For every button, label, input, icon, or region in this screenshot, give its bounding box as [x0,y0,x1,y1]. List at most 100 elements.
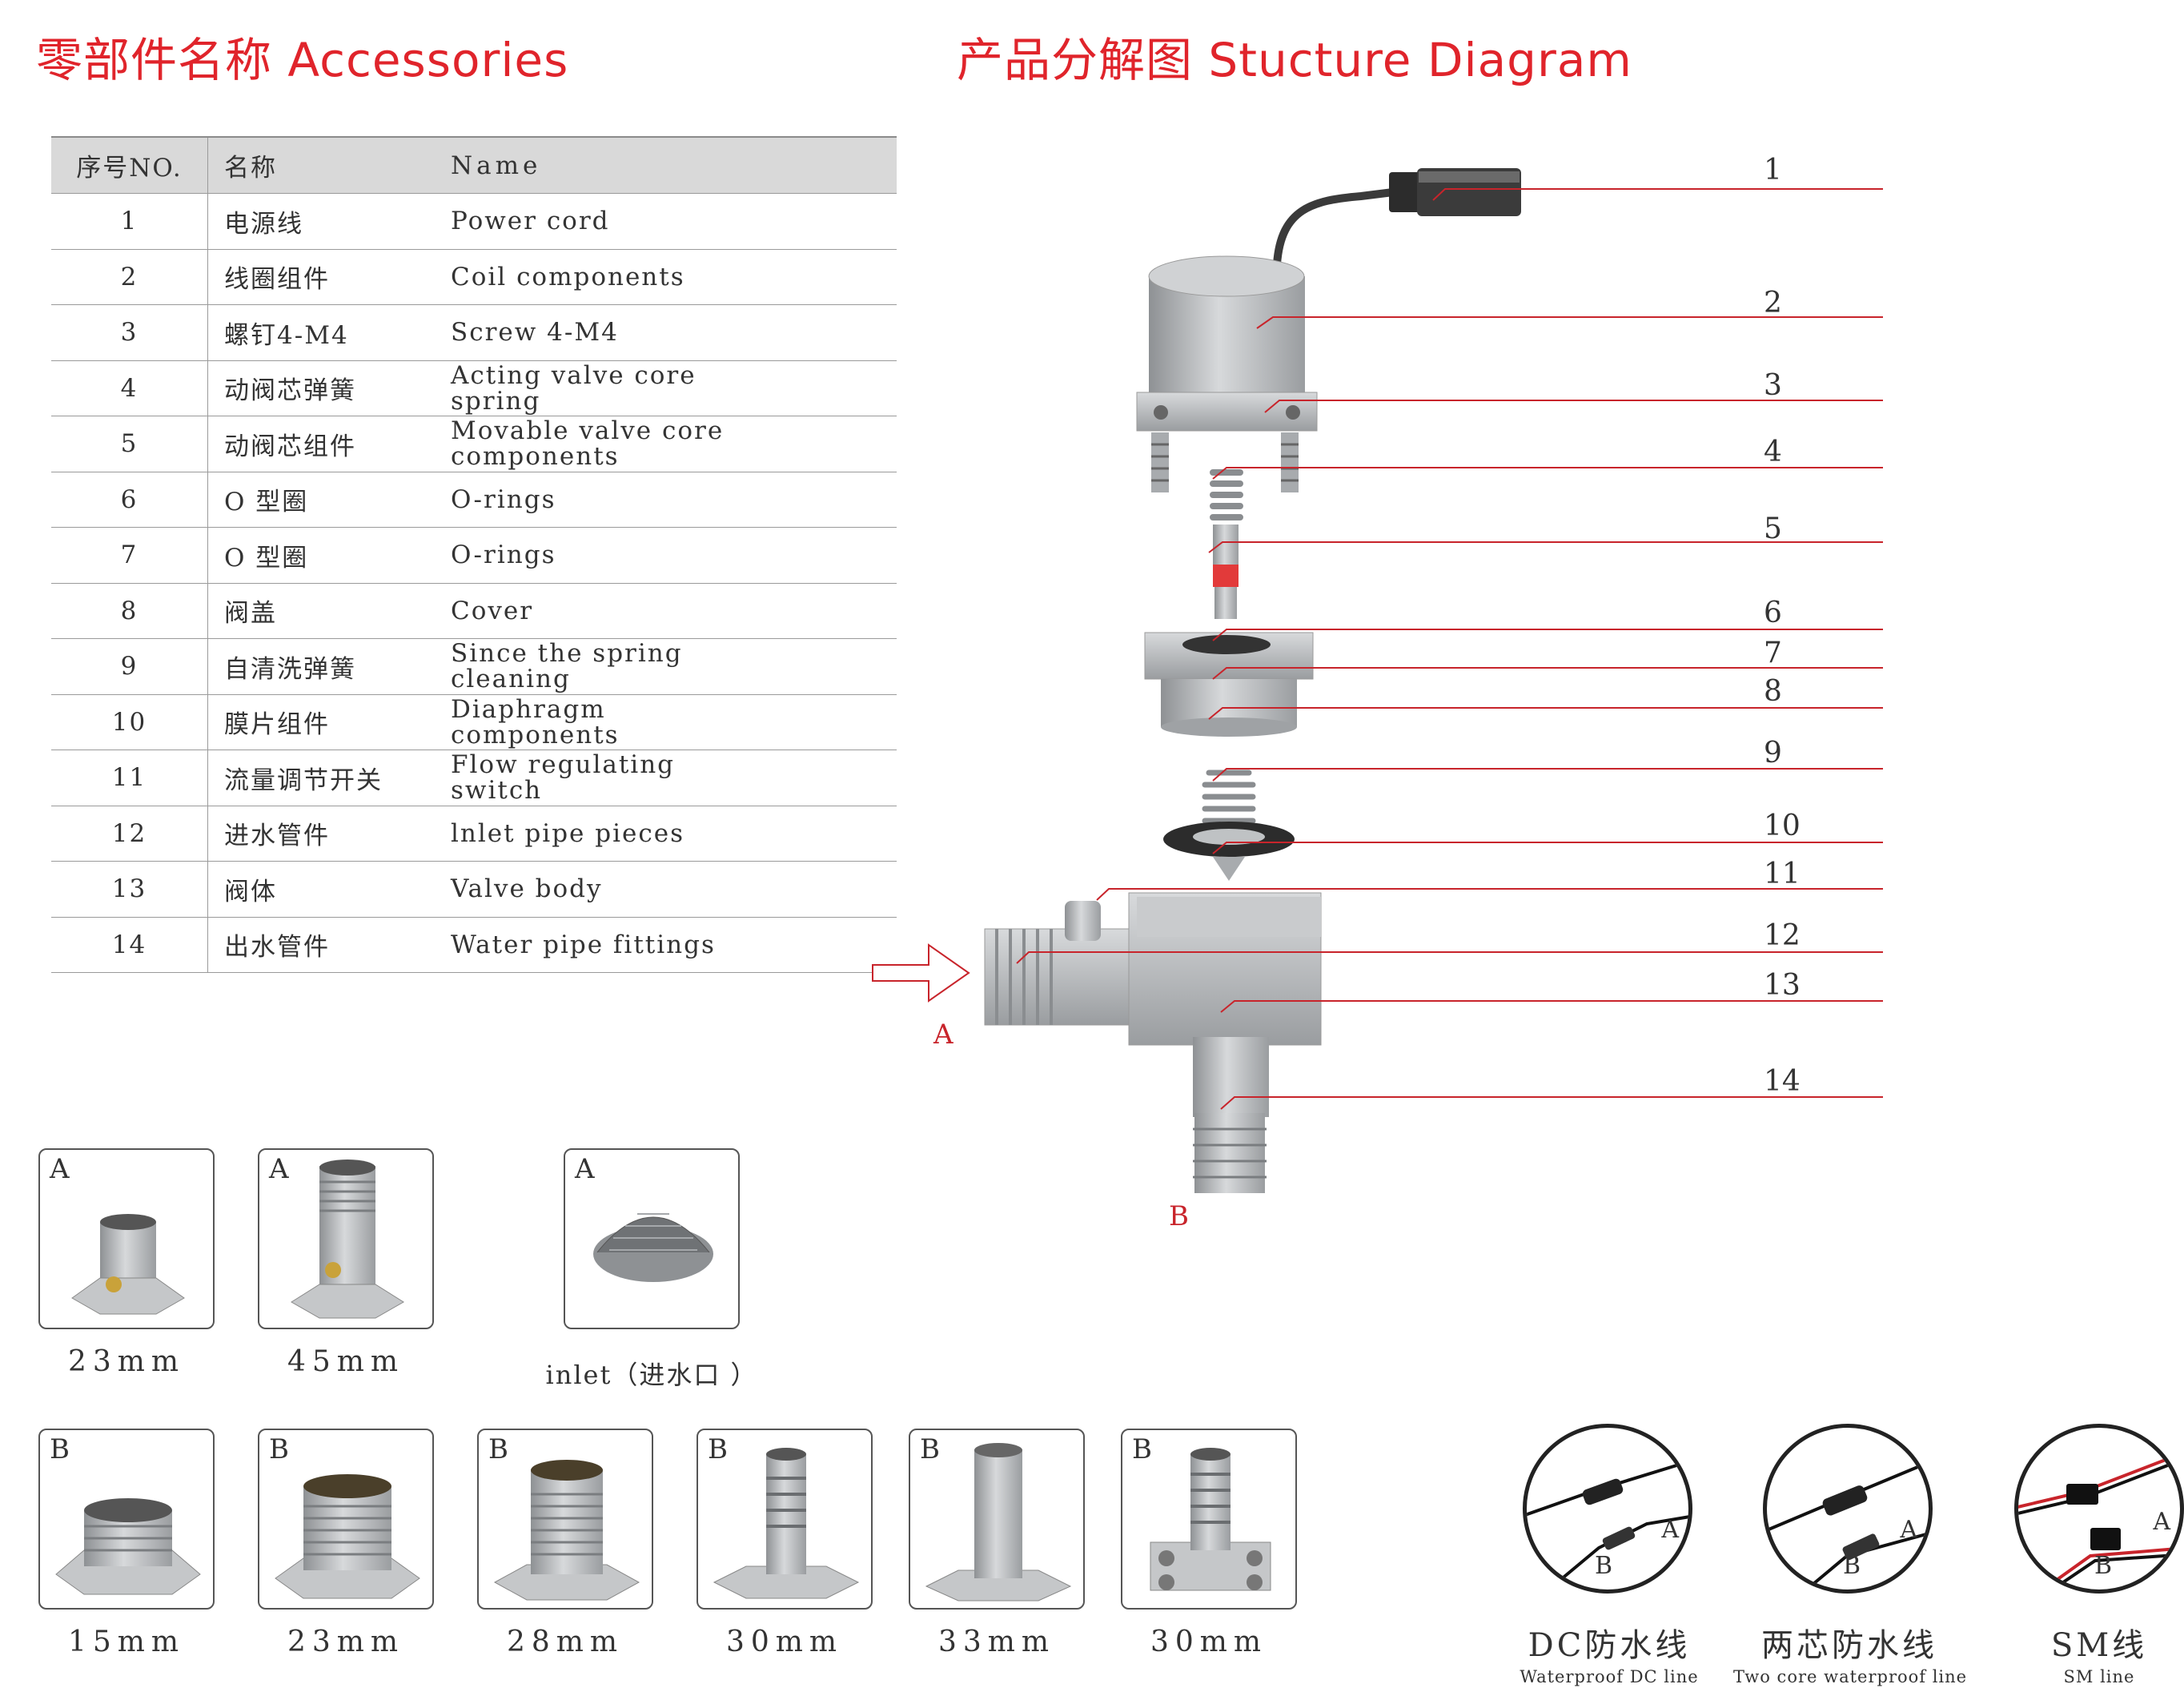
row-en: Diaphragm components [451,694,620,750]
row-cn: 膜片组件 [224,710,330,740]
row-no: 1 [51,194,208,249]
row-en: O-rings [451,541,556,570]
dc-waterproof-cable-image: A B [1523,1424,1692,1594]
cable-end-a: A [2153,1508,2170,1536]
row-en: Movable valve core components [451,416,725,472]
fitting-tag: B [708,1433,728,1465]
callout-3: 3 [1764,369,1782,402]
row-en: Flow regulating switch [451,750,676,806]
row-no: 11 [51,750,208,806]
cable-end-b: B [2094,1552,2113,1580]
cable-end-b: B [1843,1552,1861,1580]
coil-part [1136,255,1318,492]
fitting-caption: 28mm [506,1626,624,1658]
row-en: lnlet pipe pieces [451,818,685,848]
sm-cable-image: A B [2014,1424,2184,1594]
callout-numbers: 1 2 3 4 5 6 7 8 9 10 11 12 13 14 [1764,154,1801,1098]
diaphragm-part [1163,770,1295,881]
table-row: 1 电源线 Power cord [51,194,897,250]
row-no: 9 [51,639,208,694]
fitting-tag: B [1132,1433,1152,1465]
fitting-23mm-image [71,1214,185,1315]
cable-end-a: A [1661,1516,1679,1544]
row-cn: 线圈组件 [224,265,330,295]
fitting-30mm-flange-image [1150,1448,1271,1591]
cable-subtitle: Waterproof DC line [1520,1667,1699,1686]
callout-8: 8 [1764,675,1782,708]
fitting-caption: 23mm [67,1345,186,1378]
table-row: 5 动阀芯组件 Movable valve core components [51,416,897,472]
row-cn: 自清洗弹簧 [224,654,356,684]
row-en: Water pipe fittings [451,930,716,959]
dc-cable-drawing [1527,1460,1688,1590]
row-no: 6 [51,472,208,527]
row-cn: 动阀芯组件 [224,432,356,461]
row-en: O-rings [451,484,556,514]
callout-10: 10 [1764,810,1801,842]
fitting-caption: 33mm [937,1626,1056,1658]
callout-7: 7 [1764,637,1782,669]
cable-title: DC防水线 [1528,1627,1691,1664]
fitting-33mm-image [925,1443,1072,1602]
row-no: 5 [51,416,208,472]
header-no: 序号NO. [51,138,208,193]
fitting-15mm-image [55,1498,201,1595]
row-en: Power cord [451,207,610,236]
outlet-fitting-card: B [697,1429,873,1610]
valve-body-part [984,892,1322,1193]
fitting-tag: A [269,1153,289,1185]
inlet-label: A [933,1019,953,1051]
row-no: 3 [51,305,208,360]
fitting-caption: 30mm [1150,1626,1268,1658]
callout-14: 14 [1764,1065,1801,1098]
outlet-fitting-card: B [258,1429,434,1610]
outlet-fitting-card: B [1121,1429,1297,1610]
callout-12: 12 [1764,919,1801,952]
row-cn: O 型圈 [224,488,309,517]
callout-4: 4 [1764,436,1782,468]
fitting-45mm-image [291,1159,404,1319]
row-cn: O 型圈 [224,543,309,573]
fitting-caption: 15mm [67,1626,186,1658]
callout-1: 1 [1764,154,1782,187]
fitting-tag: B [488,1433,508,1465]
inlet-fitting-card: A [38,1148,215,1329]
row-en: Screw 4-M4 [451,318,619,348]
row-en: Coil components [451,262,685,291]
fitting-caption: inlet（进水口 ） [545,1360,758,1390]
callout-6: 6 [1764,597,1782,629]
table-header-row: 序号NO. 名称 Name [51,138,897,194]
row-cn: 出水管件 [224,933,330,963]
fitting-caption: 45mm [287,1345,405,1378]
cover-part [1144,632,1314,737]
row-en: Valve body [451,874,603,904]
table-row: 12 进水管件 lnlet pipe pieces [51,806,897,862]
two-core-cable-drawing [1767,1461,1929,1590]
fitting-23mm-outlet-image [275,1474,420,1599]
fitting-28mm-image [493,1460,640,1601]
accessories-heading: 零部件名称 Accessories [36,33,569,87]
fitting-tag: B [50,1433,70,1465]
row-en: Acting valve core spring [451,360,697,416]
header-cn: 名称 [224,154,277,183]
row-no: 13 [51,862,208,917]
row-no: 12 [51,806,208,861]
callout-11: 11 [1764,858,1801,890]
inlet-fitting-card: A [258,1148,434,1329]
row-cn: 动阀芯弹簧 [224,376,356,406]
row-no: 14 [51,917,208,972]
power-cord-part [1273,168,1521,265]
row-cn: 进水管件 [224,822,330,851]
fitting-caption: 30mm [725,1626,844,1658]
table-row: 6 O 型圈 O-rings [51,472,897,528]
row-cn: 电源线 [224,209,303,239]
